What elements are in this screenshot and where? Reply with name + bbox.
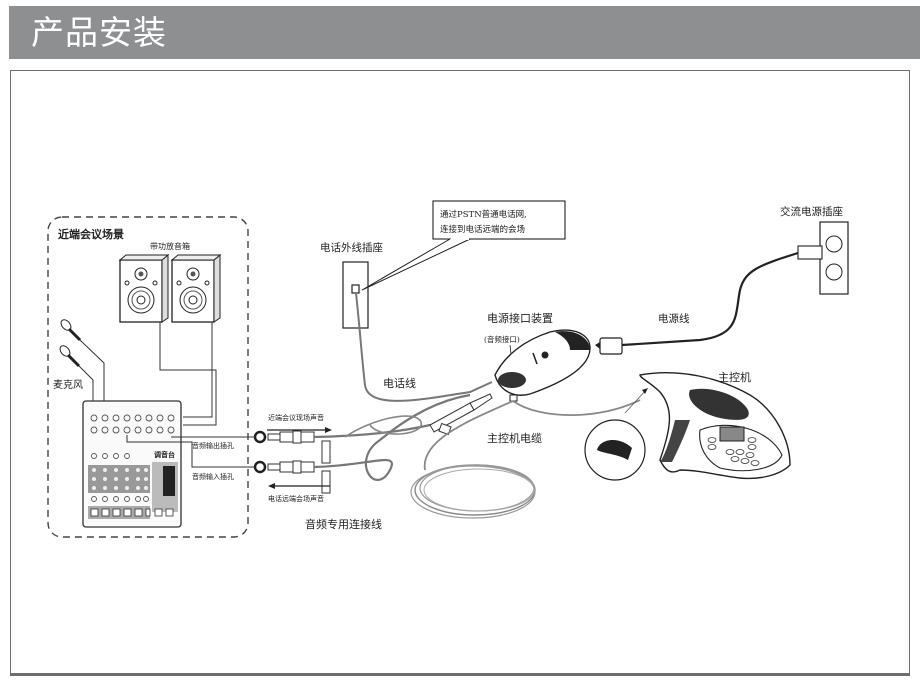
microphone-1-icon (60, 319, 105, 417)
speaker-wire-right (183, 322, 217, 426)
phone-cable-label: 电话线 (383, 376, 416, 390)
audio-plug-icon (429, 393, 493, 436)
mixer-icon: 调音台 (82, 400, 182, 528)
iec-connector-icon (599, 337, 623, 355)
title-bar: 产品安装 (9, 6, 920, 59)
audio-in-jack-icon (253, 460, 267, 474)
conference-phone-icon (639, 372, 791, 480)
audio-in-jack-label: 音频输入插孔 (192, 472, 234, 481)
microphone-label: 麦克风 (53, 379, 83, 391)
arrow-left-label: 电话远端会场声音 (268, 494, 324, 503)
mixer-label: 调音台 (154, 450, 175, 459)
ac-outlet-label: 交流电源插座 (780, 205, 843, 218)
speakers-label: 带功放音箱 (150, 241, 190, 251)
phone-jack-label: 电话外线插座 (320, 241, 383, 254)
audio-in-wire (126, 435, 256, 468)
power-module-sub-label: (音频接口) (484, 334, 520, 344)
speaker-right-icon (170, 253, 222, 323)
arrow-right-label: 近端会议现场声音 (268, 413, 324, 422)
phone-wall-jack: 电话外线插座 通过PSTN普通电话网, 连接到电话远端的会场 电话线 (320, 200, 566, 402)
power-cord-outlet: 交流电源插座 电源线 (595, 205, 849, 355)
power-plug-icon (797, 245, 823, 260)
power-cord-label: 电源线 (658, 312, 690, 325)
audio-cable: 近端会议现场声音 电话远端会场声音 音频专用连接线 (253, 393, 493, 531)
console-cable-label: 主控机电缆 (487, 431, 542, 445)
console-label: 主控机 (718, 370, 751, 384)
near-end-dashed-box (47, 216, 249, 538)
pstn-callout-box (432, 200, 566, 240)
cable-port-detail-icon (597, 439, 632, 460)
rca-plug-top-icon (267, 430, 331, 464)
diagram-frame (10, 70, 910, 676)
power-module-label: 电源接口装置 (487, 311, 553, 325)
conference-console: 主控机 (584, 370, 791, 481)
near-end-title: 近端会议场景 (58, 227, 124, 241)
audio-out-jack-label: 音频输出插孔 (192, 441, 234, 450)
audio-cable-label: 音频专用连接线 (305, 517, 382, 531)
power-interface-module: 电源接口装置 (音频接口) (484, 311, 591, 402)
phone-socket-icon (351, 284, 360, 294)
console-cable-connector-icon (509, 394, 518, 402)
pstn-callout-line-2: 连接到电话远端的会场 (440, 224, 525, 235)
speaker-left-icon (118, 253, 170, 323)
near-end-scene: 近端会议场景 带功放音箱 (47, 216, 256, 538)
console-cable: 主控机电缆 (410, 399, 641, 519)
pstn-callout-line-1: 通过PSTN普通电话网, (440, 209, 527, 220)
page-title: 产品安装 (31, 13, 167, 52)
ac-outlet-plate-icon (819, 221, 849, 295)
audio-out-jack-icon (253, 430, 267, 444)
